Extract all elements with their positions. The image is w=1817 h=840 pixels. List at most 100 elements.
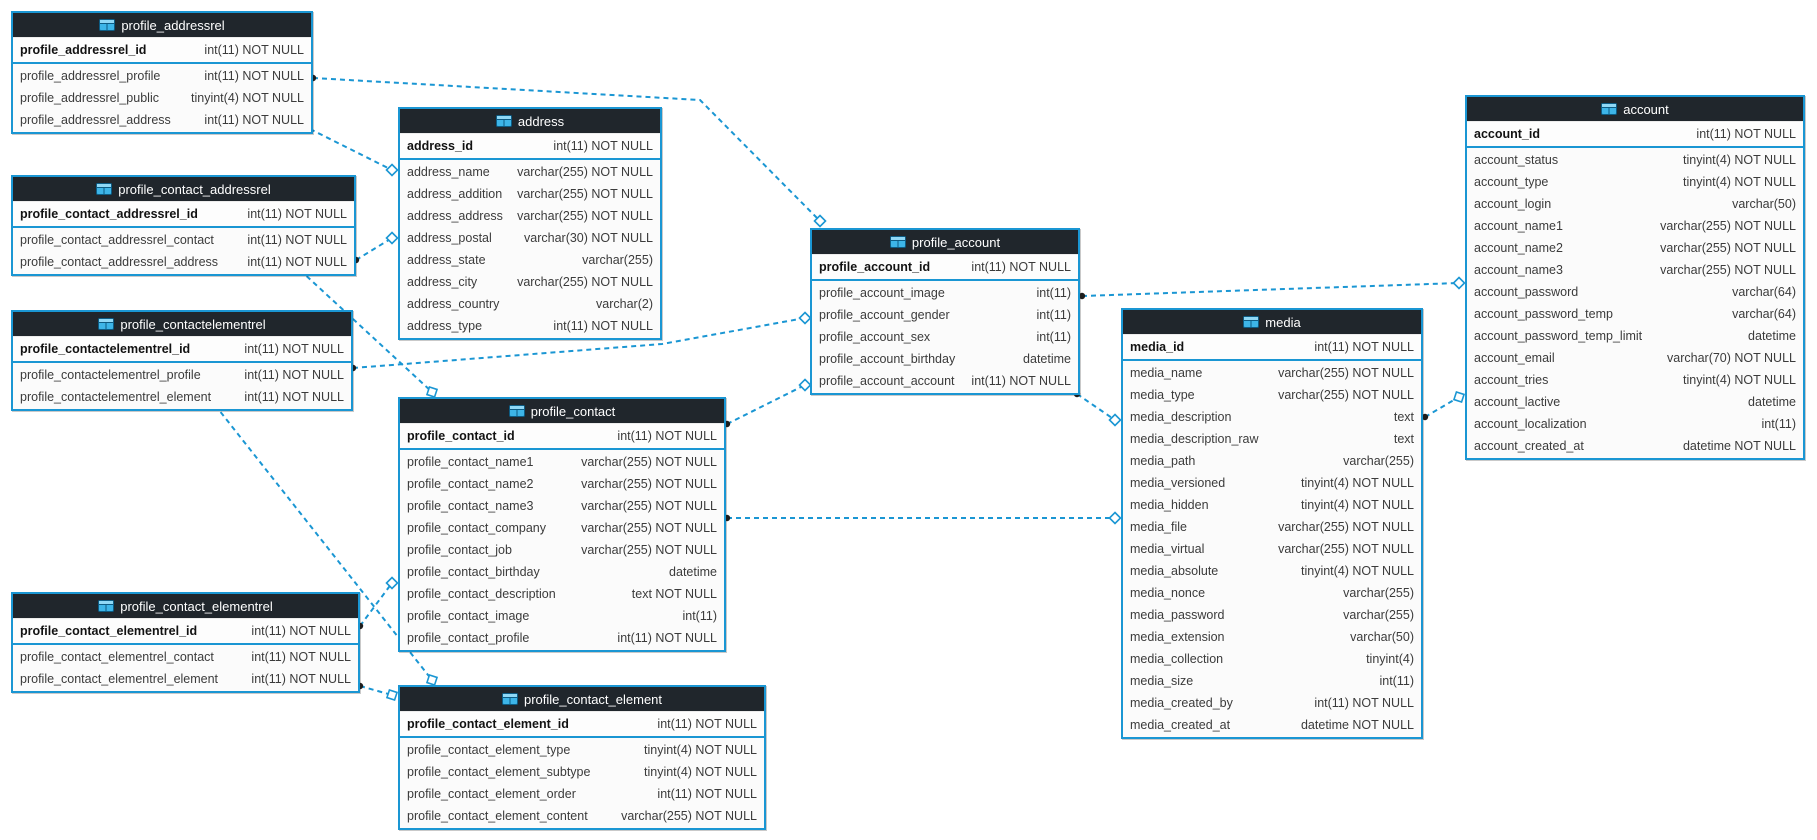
table-profile_contactelementrel[interactable]: profile_contactelementrel profile_contact… xyxy=(11,310,353,411)
table-header-profile_addressrel[interactable]: profile_addressrel xyxy=(13,13,311,37)
field-type: varchar(255) NOT NULL xyxy=(1278,520,1414,534)
table-header-profile_account[interactable]: profile_account xyxy=(812,230,1078,254)
relationship-endpoint-diamond xyxy=(798,311,812,325)
relationship-line[interactable] xyxy=(301,124,393,171)
relationship-profile_contact_elementrel-to-profile_contact_element[interactable] xyxy=(356,682,399,702)
field-type: varchar(255) xyxy=(582,253,653,267)
field-name: profile_contact_element_order xyxy=(407,787,576,801)
field-type: int(11) NOT NULL xyxy=(553,319,653,333)
field-name: account_name1 xyxy=(1474,219,1563,233)
relationship-line[interactable] xyxy=(352,317,806,369)
table-grid-icon xyxy=(99,19,116,31)
field-type: tinyint(4) NOT NULL xyxy=(644,743,757,757)
field-name: media_description xyxy=(1130,410,1232,424)
relationship-line[interactable] xyxy=(355,237,393,261)
field-type: int(11) NOT NULL xyxy=(657,717,757,731)
field-type: int(11) NOT NULL xyxy=(244,390,344,404)
table-header-profile_contactelementrel[interactable]: profile_contactelementrel xyxy=(13,312,351,336)
field-name: media_virtual xyxy=(1130,542,1205,556)
field-name: account_name3 xyxy=(1474,263,1563,277)
relationship-profile_contact-to-media[interactable] xyxy=(723,511,1122,525)
field-type: varchar(255) NOT NULL xyxy=(1278,388,1414,402)
field-name: media_size xyxy=(1130,674,1194,688)
table-header-profile_contact_addressrel[interactable]: profile_contact_addressrel xyxy=(13,177,354,201)
relationship-endpoint-diamond xyxy=(1452,276,1466,290)
relationship-line[interactable] xyxy=(312,77,821,222)
table-profile_contact_elementrel[interactable]: profile_contact_elementrel profile_contac… xyxy=(11,592,360,693)
field-name: media_created_by xyxy=(1130,696,1233,710)
relationship-endpoint-diamond xyxy=(1108,511,1122,525)
field-name: media_path xyxy=(1130,454,1196,468)
relationship-endpoint-dot xyxy=(1421,413,1429,421)
field-name: profile_contact_name2 xyxy=(407,477,534,491)
field-name: profile_contact_company xyxy=(407,521,546,535)
field-type: varchar(255) NOT NULL xyxy=(517,187,653,201)
relationship-line[interactable] xyxy=(1424,396,1460,418)
field-type: varchar(255) NOT NULL xyxy=(581,455,717,469)
field-name: profile_contact_name1 xyxy=(407,455,534,469)
table-profile_contact_element[interactable]: profile_contact_element profile_contact_e… xyxy=(398,685,766,830)
field-type: varchar(255) NOT NULL xyxy=(1660,263,1796,277)
table-header-account[interactable]: account xyxy=(1467,97,1803,121)
field-type: int(11) NOT NULL xyxy=(244,342,344,356)
table-header-media[interactable]: media xyxy=(1123,310,1421,334)
field-type: int(11) NOT NULL xyxy=(204,69,304,83)
table-header-profile_contact[interactable]: profile_contact xyxy=(400,399,724,423)
field-name: profile_addressrel_address xyxy=(20,113,171,127)
relationship-media-to-account[interactable] xyxy=(1421,390,1466,421)
relationship-line[interactable] xyxy=(214,404,433,681)
field-type: int(11) NOT NULL xyxy=(247,255,347,269)
relationship-line[interactable] xyxy=(1076,393,1116,421)
field-type: varchar(255) NOT NULL xyxy=(581,499,717,513)
table-header-profile_contact_elementrel[interactable]: profile_contact_elementrel xyxy=(13,594,358,618)
field-type: int(11) xyxy=(1036,286,1071,300)
field-name: media_hidden xyxy=(1130,498,1209,512)
field-name: profile_contact_image xyxy=(407,609,530,623)
field-type: datetime NOT NULL xyxy=(1300,718,1414,732)
table-title: address xyxy=(517,113,565,129)
relationship-line[interactable] xyxy=(726,384,806,425)
field-type: varchar(255) xyxy=(1343,608,1414,622)
field-type: varchar(64) xyxy=(1732,285,1796,299)
table-title: profile_contact_addressrel xyxy=(118,181,271,197)
relationship-profile_account-to-account[interactable] xyxy=(1078,276,1466,300)
table-header-address[interactable]: address xyxy=(400,109,660,133)
field-type: text xyxy=(1393,432,1414,446)
relationship-line[interactable] xyxy=(359,685,393,696)
relationship-line[interactable] xyxy=(299,269,433,393)
field-type: int(11) NOT NULL xyxy=(1314,696,1414,710)
field-name: profile_addressrel_id xyxy=(20,43,147,57)
field-type: int(11) NOT NULL xyxy=(251,624,351,638)
field-name: profile_contactelementrel_profile xyxy=(20,368,201,382)
table-grid-icon xyxy=(1601,103,1618,115)
field-type: varchar(255) NOT NULL xyxy=(621,809,757,823)
field-type: varchar(255) NOT NULL xyxy=(1278,366,1414,380)
field-name: profile_contact_element_content xyxy=(407,809,588,823)
table-header-profile_contact_element[interactable]: profile_contact_element xyxy=(400,687,764,711)
field-name: account_lactive xyxy=(1474,395,1561,409)
